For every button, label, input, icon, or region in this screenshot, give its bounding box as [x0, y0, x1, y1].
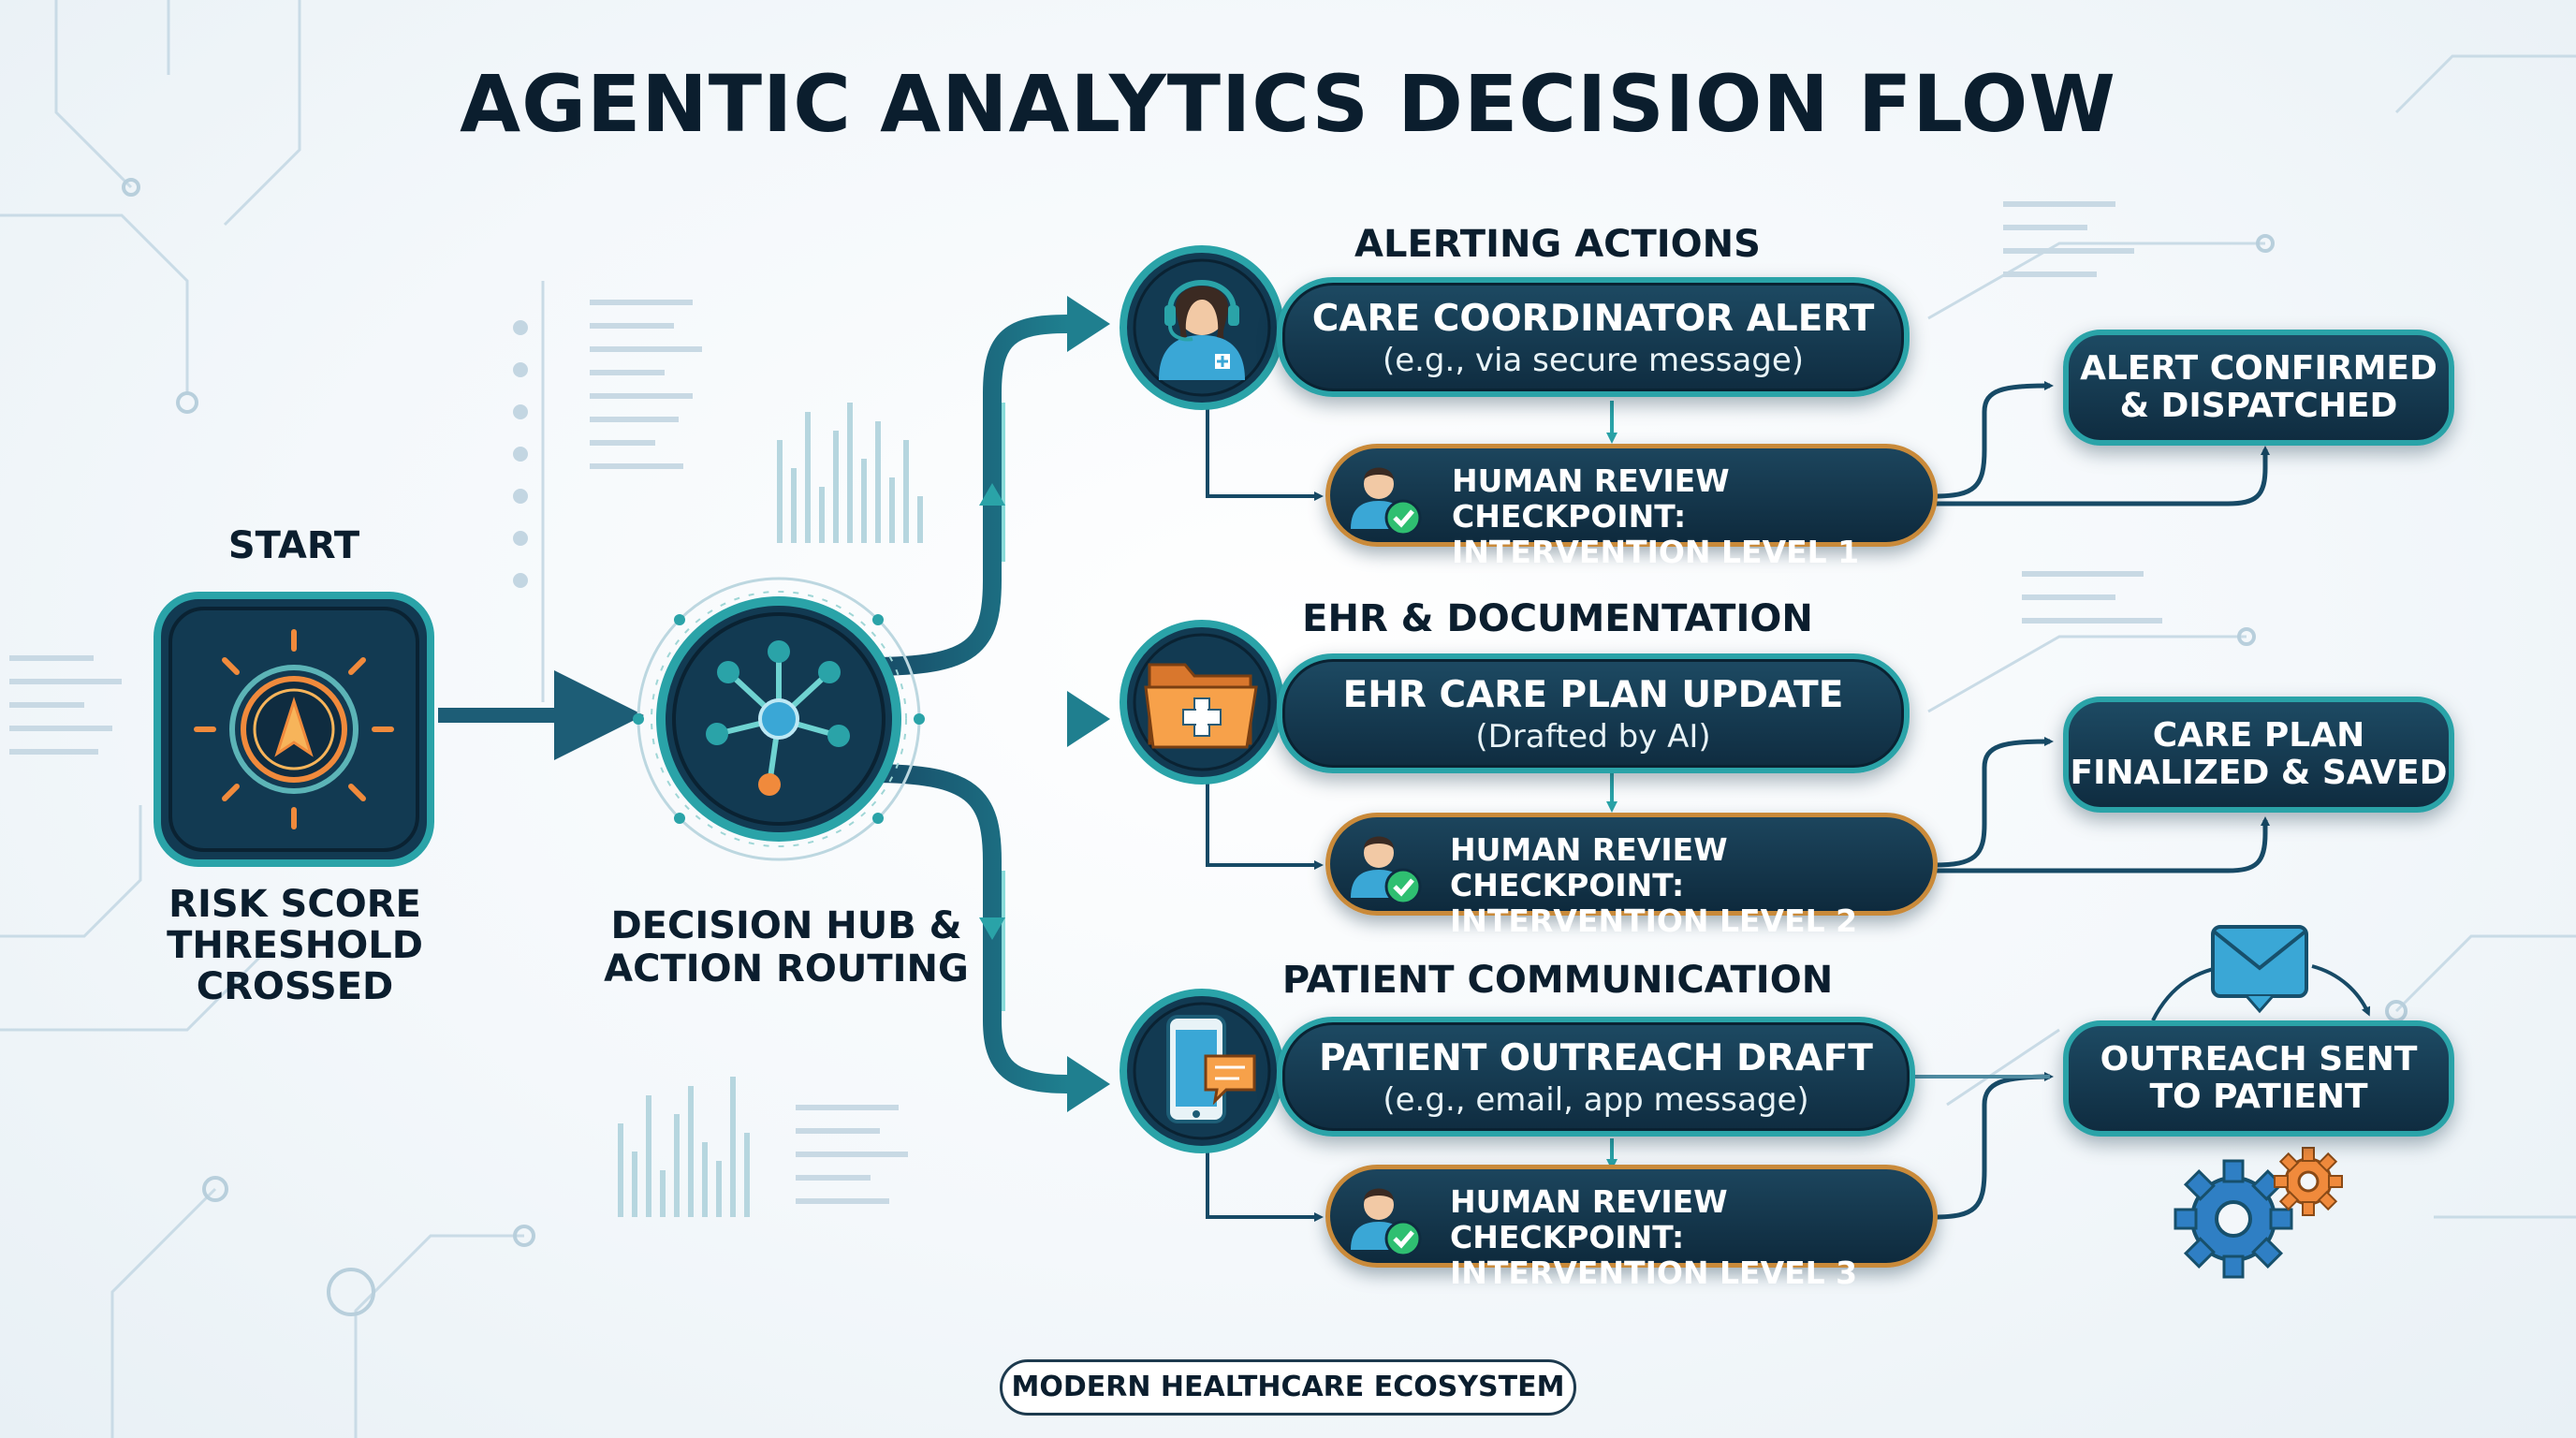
medical-folder-icon [1144, 663, 1258, 749]
gears-icon [2174, 1147, 2343, 1279]
action-title: CARE COORDINATOR ALERT [1311, 298, 1875, 340]
review-line-2: INTERVENTION LEVEL 3 [1450, 1255, 1858, 1291]
envelope-icon [2211, 925, 2308, 1014]
review-line-1: HUMAN REVIEW CHECKPOINT: [1452, 462, 1730, 535]
section-heading-alerting: ALERTING ACTIONS [1354, 223, 1761, 266]
reviewer-check-icon [1351, 467, 1422, 536]
review-line-1: HUMAN REVIEW CHECKPOINT: [1450, 1183, 1728, 1255]
action-title: PATIENT OUTREACH DRAFT [1319, 1037, 1873, 1079]
start-caption: RISK SCORE THRESHOLD CROSSED [167, 883, 423, 1008]
headset-agent-icon [1159, 280, 1245, 380]
action-title: EHR CARE PLAN UPDATE [1342, 674, 1844, 716]
alert-beacon-icon [194, 629, 394, 829]
human-review-checkpoint-1: HUMAN REVIEW CHECKPOINT: INTERVENTION LE… [1325, 444, 1938, 570]
human-review-checkpoint-2: HUMAN REVIEW CHECKPOINT: INTERVENTION LE… [1325, 813, 1938, 939]
section-heading-ehr: EHR & DOCUMENTATION [1302, 597, 1813, 640]
hub-caption: DECISION HUB & ACTION ROUTING [604, 904, 969, 990]
page-title: AGENTIC ANALYTICS DECISION FLOW [460, 58, 2116, 150]
action-subtitle: (e.g., via secure message) [1382, 342, 1805, 379]
review-line-2: INTERVENTION LEVEL 2 [1450, 902, 1858, 939]
start-heading: START [227, 524, 360, 567]
reviewer-check-icon [1351, 836, 1422, 905]
human-review-checkpoint-3: HUMAN REVIEW CHECKPOINT: INTERVENTION LE… [1325, 1165, 1938, 1291]
review-line-2: INTERVENTION LEVEL 1 [1452, 534, 1860, 570]
patient-outreach-draft-node: PATIENT OUTREACH DRAFT (e.g., email, app… [1277, 1017, 1915, 1137]
section-heading-patient: PATIENT COMMUNICATION [1281, 959, 1834, 1002]
action-subtitle: (e.g., email, app message) [1383, 1081, 1809, 1119]
action-subtitle: (Drafted by AI) [1475, 718, 1711, 756]
ehr-care-plan-update-node: EHR CARE PLAN UPDATE (Drafted by AI) [1277, 653, 1910, 773]
outcome-care-plan-finalized: CARE PLAN FINALIZED & SAVED [2063, 697, 2454, 813]
footer-label: MODERN HEALTHCARE ECOSYSTEM [1000, 1359, 1576, 1416]
outcome-alert-confirmed: ALERT CONFIRMED & DISPATCHED [2063, 330, 2454, 446]
mobile-message-icon [1166, 1015, 1256, 1123]
reviewer-check-icon [1351, 1188, 1422, 1257]
care-coordinator-alert-node: CARE COORDINATOR ALERT (e.g., via secure… [1277, 277, 1910, 397]
network-hub-icon [706, 640, 850, 796]
review-line-1: HUMAN REVIEW CHECKPOINT: [1450, 831, 1728, 903]
outcome-outreach-sent: OUTREACH SENT TO PATIENT [2063, 1020, 2454, 1137]
